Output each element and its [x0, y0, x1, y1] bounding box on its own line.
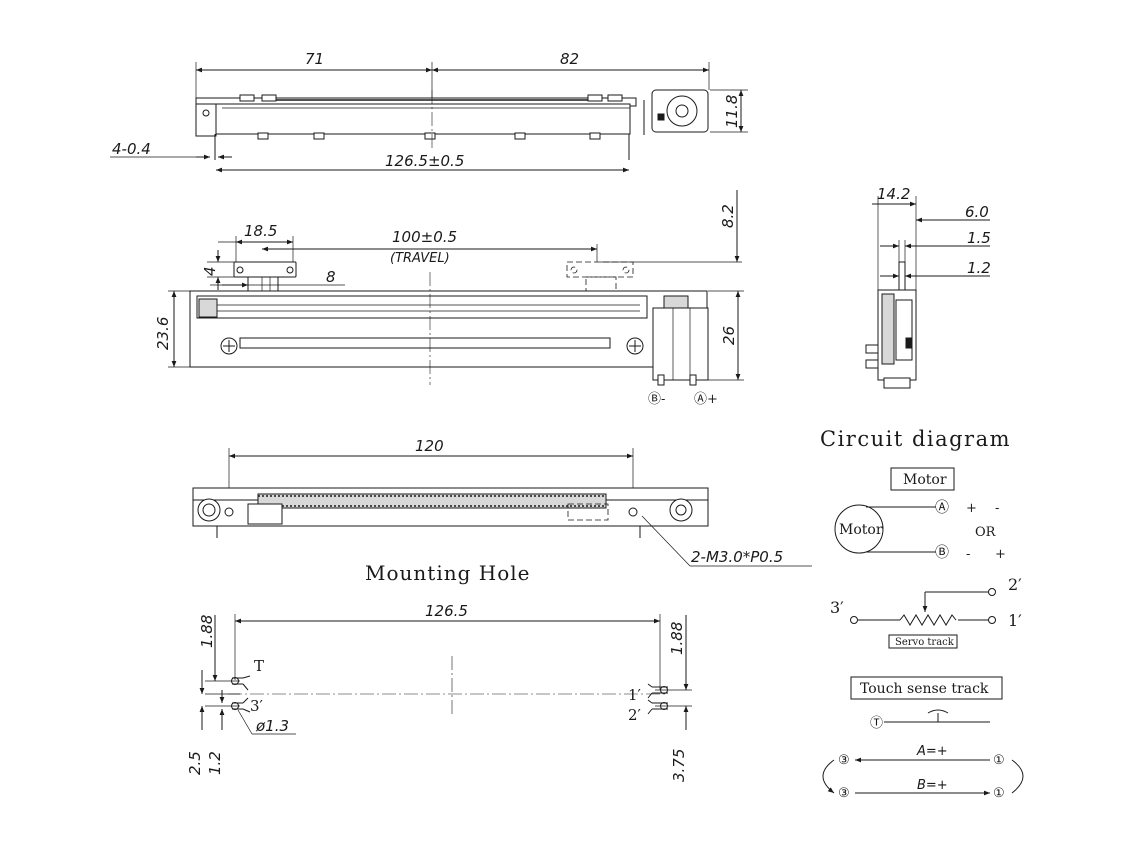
polarity-b-plus: + — [995, 547, 1006, 562]
loop-1-top: ① — [993, 753, 1005, 768]
dim-2-5-label: 2.5 — [186, 751, 204, 775]
hole-label-2: 2′ — [628, 706, 642, 724]
polarity-or: OR — [975, 525, 997, 540]
knob-shaft — [898, 261, 906, 293]
dim-1-88-right-label: 1.88 — [668, 622, 686, 655]
loop-bottom-text: B=+ — [917, 778, 948, 793]
dim-71-label: 71 — [305, 50, 324, 68]
dim-1-2-label: 1.2 — [967, 259, 991, 277]
fader-track-body — [196, 295, 648, 319]
top-view: 71 82 11.8 4 — [110, 50, 748, 173]
polarity-a-minus: - — [995, 501, 999, 516]
touch-box-label: Touch sense track — [860, 681, 989, 697]
mounting-hole-title: Mounting Hole — [365, 561, 530, 585]
servo-resistor — [899, 614, 957, 626]
hole-label-1: 1′ — [628, 686, 642, 704]
belt-pulley-right — [669, 498, 693, 522]
belt-pulley-left — [197, 498, 221, 522]
bottom-belt — [257, 493, 607, 509]
mount-screw-right — [626, 337, 644, 355]
travel-caption: (TRAVEL) — [390, 251, 450, 266]
polarity-b-minus: - — [966, 547, 970, 562]
motor-box — [890, 467, 955, 491]
touch-contact — [927, 709, 949, 722]
dim-3-75-label: 3.75 — [670, 749, 688, 782]
servo-box — [888, 634, 958, 649]
polarity-a-plus: + — [966, 501, 977, 516]
motor-box-label: Motor — [903, 472, 947, 488]
top-body — [214, 103, 631, 135]
servo-label-1: 1′ — [1008, 611, 1022, 630]
motor-symbol — [834, 504, 884, 554]
circuit-title: Circuit diagram — [820, 427, 1011, 451]
loop-3-top: ③ — [838, 753, 850, 768]
dim-4-0-4-label: 4-0.4 — [112, 140, 151, 158]
loop-top-text: A=+ — [916, 744, 948, 759]
mounting-hole-view: Mounting Hole 126.5 1.88 T 3′ ø1.3 2.5 1… — [186, 561, 692, 782]
dim-126-5-label: 126.5±0.5 — [385, 152, 464, 170]
dim-18-5-label: 18.5 — [244, 222, 277, 240]
dim-1-88-left-label: 1.88 — [198, 615, 216, 648]
mount-screw-left — [220, 337, 238, 355]
left-end-block — [195, 103, 217, 137]
dim-8-label: 8 — [326, 268, 336, 286]
servo-label-3: 3′ — [830, 598, 844, 617]
dim-travel-label: 100±0.5 — [392, 228, 457, 246]
hole-label-3: 3′ — [250, 697, 264, 715]
dim-11-8-label: 11.8 — [723, 95, 741, 128]
dim-8-2-label: 8.2 — [719, 204, 737, 228]
motor-body-front — [652, 307, 709, 381]
terminal-a-label: Ⓐ+ — [694, 392, 718, 407]
motor-gear-ring — [666, 95, 698, 127]
touch-terminal-t: Ⓣ — [870, 716, 883, 731]
left-end-screw — [202, 109, 210, 117]
bottom-view: 120 2-M3.0*P0.5 — [192, 437, 812, 567]
bottom-knob-carriage — [247, 503, 283, 525]
touch-box — [850, 676, 1003, 700]
loop-3-bottom: ③ — [838, 786, 850, 801]
circuit-diagram: Circuit diagram Motor Motor Ⓐ Ⓑ + - OR -… — [820, 427, 1024, 801]
motor-symbol-label: Motor — [839, 522, 883, 538]
dim-14-2-label: 14.2 — [877, 185, 910, 203]
front-view: 8.2 18.5 100±0.5 (TRAVEL) 4 8 — [154, 190, 744, 407]
motor-housing-top — [651, 89, 709, 133]
dim-1-5-label: 1.5 — [967, 229, 991, 247]
loop-1-bottom: ① — [993, 786, 1005, 801]
dim-26-label: 26 — [720, 326, 738, 345]
mount-screw-callout: 2-M3.0*P0.5 — [691, 548, 783, 566]
dim-126-5-span-label: 126.5 — [425, 602, 468, 620]
dim-1-2-left-label: 1.2 — [206, 751, 224, 775]
servo-label-2: 2′ — [1008, 575, 1022, 594]
terminal-b-label: Ⓑ- — [648, 392, 665, 407]
circuit-terminal-b: Ⓑ — [935, 545, 949, 561]
dim-hole-dia-label: ø1.3 — [255, 717, 289, 735]
hole-label-t: T — [254, 657, 264, 675]
dim-82-label: 82 — [560, 50, 579, 68]
side-view: 14.2 6.0 1.5 1.2 — [865, 185, 991, 389]
dim-120-label: 120 — [415, 437, 444, 455]
dim-6-0-label: 6.0 — [965, 203, 989, 221]
dim-4-label: 4 — [201, 266, 219, 276]
fader-lower-rail — [239, 337, 611, 349]
servo-box-label: Servo track — [895, 637, 955, 648]
circuit-terminal-a: Ⓐ — [935, 500, 949, 516]
dim-23-6-label: 23.6 — [154, 317, 172, 350]
